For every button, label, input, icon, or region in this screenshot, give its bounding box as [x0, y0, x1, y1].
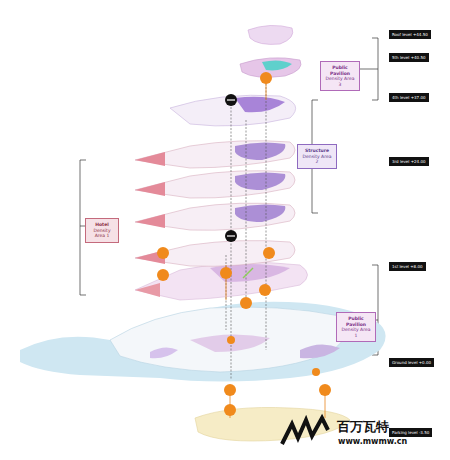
watermark: 百万瓦特: [337, 418, 389, 436]
node-title: Roof level +44.50: [392, 32, 428, 37]
density-area-box: Public PavilionDensity Area 3: [320, 61, 360, 91]
level-tag: Ground level +0.00: [389, 358, 434, 367]
density-area-box: Public PavilionDensity Area 1: [336, 312, 376, 342]
node-title: Hotel: [89, 222, 115, 228]
level-tag: 1st level +8.00: [389, 262, 426, 271]
level-tag: 3rd level +24.00: [389, 157, 429, 166]
node-title: Ground level +0.00: [392, 360, 431, 365]
node-subtitle: Density Area 2: [301, 154, 333, 165]
level-tag: 5th level +40.50: [389, 53, 429, 62]
node-title: 4th level +37.00: [392, 95, 426, 100]
node-title: Public Pavilion: [340, 316, 372, 327]
node-title: Public Pavilion: [324, 65, 356, 76]
node-title: Structure: [301, 148, 333, 154]
density-area-box: StructureDensity Area 2: [297, 144, 337, 169]
node-title: 5th level +40.50: [392, 55, 426, 60]
node-subtitle: Density Area 3: [324, 76, 356, 87]
watermark: www.mwmw.cn: [338, 437, 407, 446]
node-title: 3rd level +24.00: [392, 159, 426, 164]
level-tag: Parking level -3.50: [389, 428, 432, 437]
node-subtitle: Density Area 1: [340, 327, 372, 338]
level-tag: 4th level +37.00: [389, 93, 429, 102]
level-tag: Roof level +44.50: [389, 30, 431, 39]
node-title: 1st level +8.00: [392, 264, 423, 269]
node-title: Parking level -3.50: [392, 430, 429, 435]
density-area-box: HotelDensity Area 1: [85, 218, 119, 243]
node-subtitle: Density Area 1: [89, 228, 115, 239]
